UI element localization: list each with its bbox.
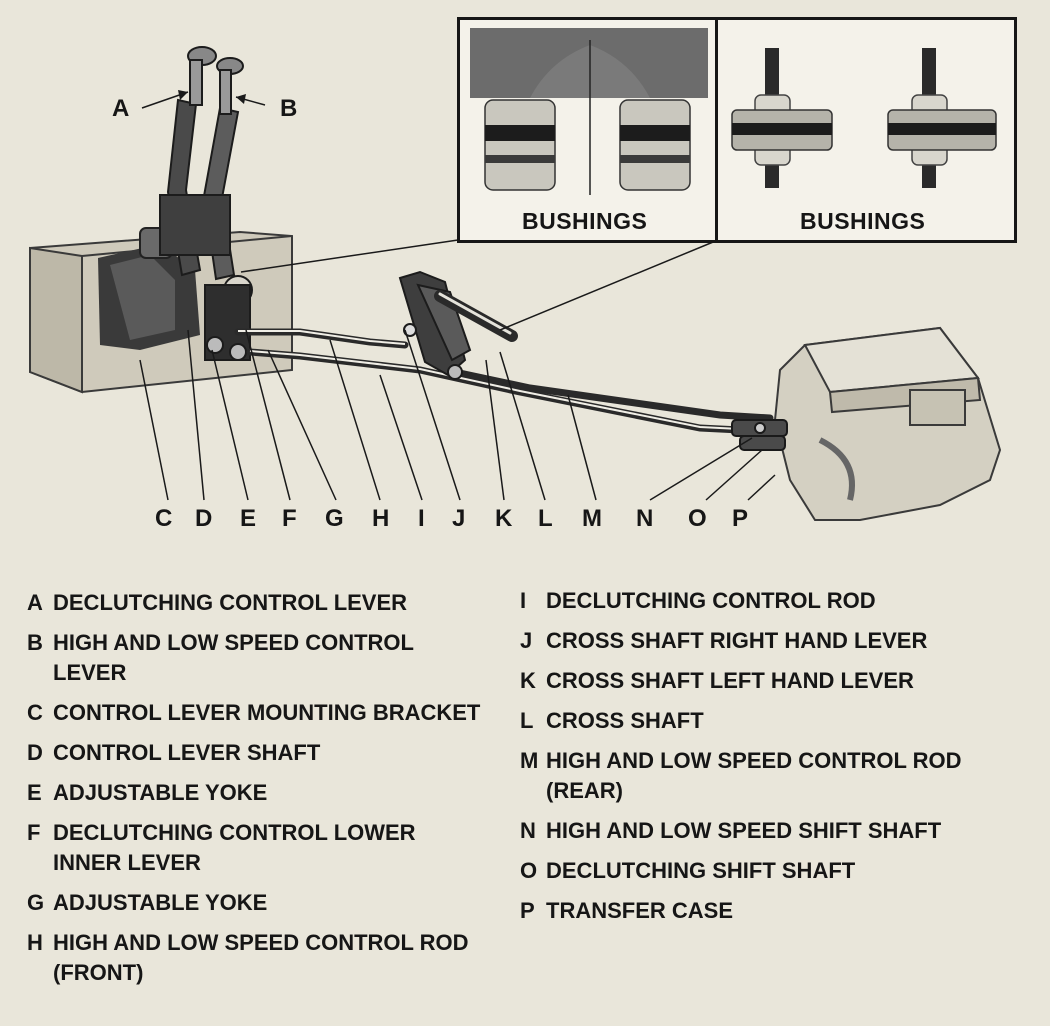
callout-b: B <box>280 95 298 122</box>
bushings-label-right: BUSHINGS <box>800 208 926 234</box>
letter-e: E <box>240 505 257 532</box>
cross-shaft-assembly <box>398 270 518 380</box>
bushings-label-left: BUSHINGS <box>522 208 648 234</box>
linkage-illustration <box>29 46 1002 521</box>
bushing-left-b <box>619 99 691 191</box>
bushing-left-a <box>484 99 556 191</box>
letter-l: L <box>538 505 553 532</box>
letter-d: D <box>195 505 213 532</box>
letter-j: J <box>452 505 466 532</box>
letter-c: C <box>155 505 173 532</box>
transfer-case <box>773 326 1002 521</box>
letter-m: M <box>582 505 602 532</box>
control-rods <box>234 328 774 434</box>
shift-shafts <box>731 419 788 451</box>
letter-g: G <box>325 505 344 532</box>
letter-i: I <box>418 505 425 532</box>
inset-divider <box>715 20 718 240</box>
letter-k: K <box>495 505 513 532</box>
letter-o: O <box>688 505 707 532</box>
control-levers <box>159 46 253 361</box>
callout-a: A <box>112 95 130 122</box>
letter-f: F <box>282 505 297 532</box>
letter-h: H <box>372 505 390 532</box>
letter-n: N <box>636 505 654 532</box>
letter-p: P <box>732 505 749 532</box>
bushing-right-b <box>887 48 997 188</box>
bushings-inset: BUSHINGS BUSHINGS <box>457 17 1017 243</box>
bushings-detail-drawing <box>470 28 997 195</box>
bushing-right-a <box>731 48 833 188</box>
